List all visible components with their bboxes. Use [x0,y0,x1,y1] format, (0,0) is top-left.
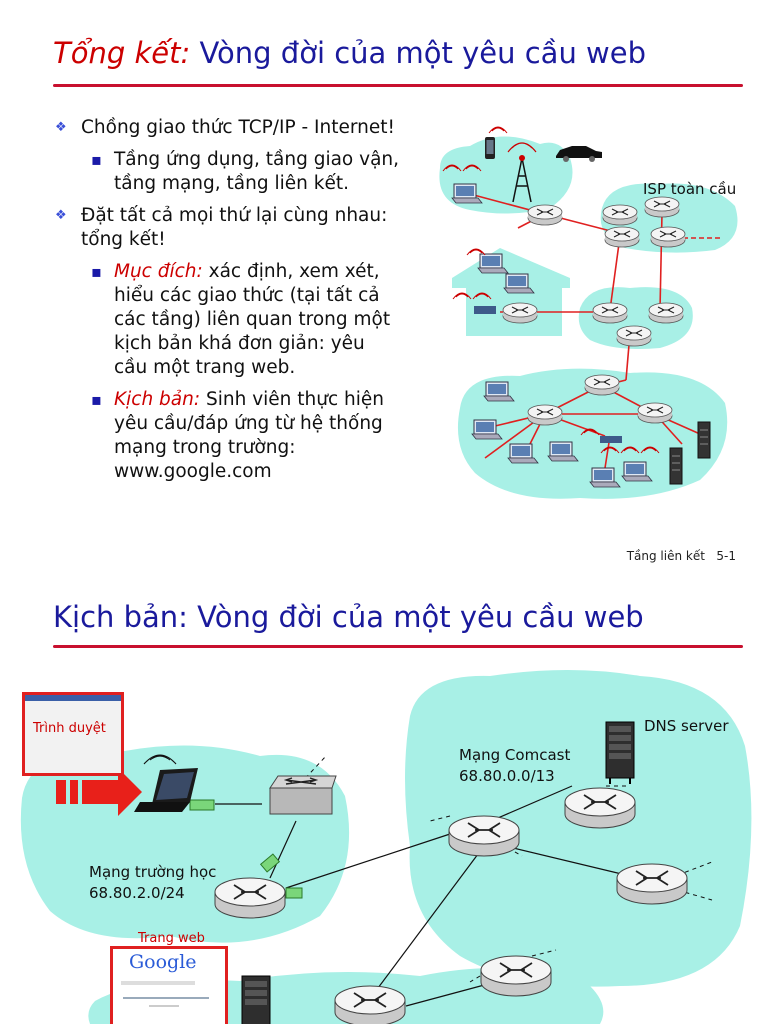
bullet-item: ❖ Chồng giao thức TCP/IP - Internet! [55,117,395,138]
sub-bullet-item: ▪ Mục đích: xác định, xem xét, hiểu các … [91,261,391,378]
comcast-router-icon [448,815,520,857]
wireless-access-point-icon [600,436,622,443]
network-interface-icon [189,799,215,811]
link-line [149,1005,179,1007]
cell-tower-icon [507,142,537,203]
slide-footer: Tầng liên kết 5-1 [627,549,736,563]
bullet-list: ❖ Chồng giao thức TCP/IP - Internet! ▪ T… [55,116,400,492]
google-logo: Google [129,951,197,973]
school-network-name: Mạng trường học [89,863,217,881]
search-box [121,981,195,985]
server-icon [669,447,683,485]
square-bullet-icon: ▪ [91,150,102,169]
diamond-bullet-icon: ❖ [55,120,67,135]
wireless-router-icon [474,306,496,314]
comcast-network-cloud [405,670,752,987]
slide-scenario: Kịch bản: Vòng đời của một yêu cầu web [0,576,768,1024]
dns-server-icon [605,721,635,784]
ethernet-switch-icon [269,775,337,815]
page-number: 5-1 [716,549,736,563]
school-router-icon [214,877,286,919]
link-line [123,997,209,999]
campus-network-cloud [457,368,728,499]
internet-diagram [439,126,738,499]
title-underline [53,645,743,648]
server-icon [697,421,711,459]
isp-label: ISP toàn cầu [643,180,737,198]
web-server-icon [241,975,271,1024]
wifi-signal-icon [143,754,177,765]
sub-bullet-item: ▪ Tầng ứng dụng, tầng giao vận, tầng mạn… [91,149,400,194]
google-router-icon [480,955,552,997]
slide2-title: Kịch bản: Vòng đời của một yêu cầu web [53,600,644,634]
slide1-title-rest: Vòng đời của một yêu cầu web [190,36,647,70]
slide1-title: Tổng kết: Vòng đời của một yêu cầu web [53,36,646,70]
scenario-diagram [20,670,752,1024]
regional-isp-cloud [578,287,693,349]
diamond-bullet-icon: ❖ [55,208,67,223]
square-bullet-icon: ▪ [91,262,102,281]
comcast-router-icon [564,787,636,829]
comcast-network-name: Mạng Comcast [459,746,571,764]
request-arrow-icon [56,768,142,816]
slide-summary: Tổng kết: Vòng đời của một yêu cầu web ❖… [53,36,743,563]
google-router-icon [334,985,406,1024]
google-webpage-thumbnail: Google [110,946,228,1024]
laptop-icon [134,768,198,812]
browser-thumbnail: Trình duyệt [22,692,124,776]
browser-titlebar [25,695,121,701]
comcast-router-icon [616,863,688,905]
dns-server-label: DNS server [644,717,729,735]
slide1-title-italic: Tổng kết: [53,36,191,70]
title-underline [53,84,743,87]
network-interface-icon [285,887,303,899]
bullet-item: ❖ Đặt tất cả mọi thứ lại cùng nhau: tổng… [55,205,388,250]
school-network-prefix: 68.80.2.0/24 [89,884,185,902]
square-bullet-icon: ▪ [91,390,102,409]
smartphone-icon [485,137,495,159]
network-interface-icon [259,853,281,873]
comcast-network-prefix: 68.80.0.0/13 [459,767,555,785]
sub-bullet-item: ▪ Kịch bản: Sinh viên thực hiện yêu cầu/… [91,389,384,482]
browser-label: Trình duyệt [33,721,106,736]
footer-section: Tầng liên kết [626,549,705,563]
webpage-label: Trang web [138,931,205,946]
car-icon [556,146,602,162]
